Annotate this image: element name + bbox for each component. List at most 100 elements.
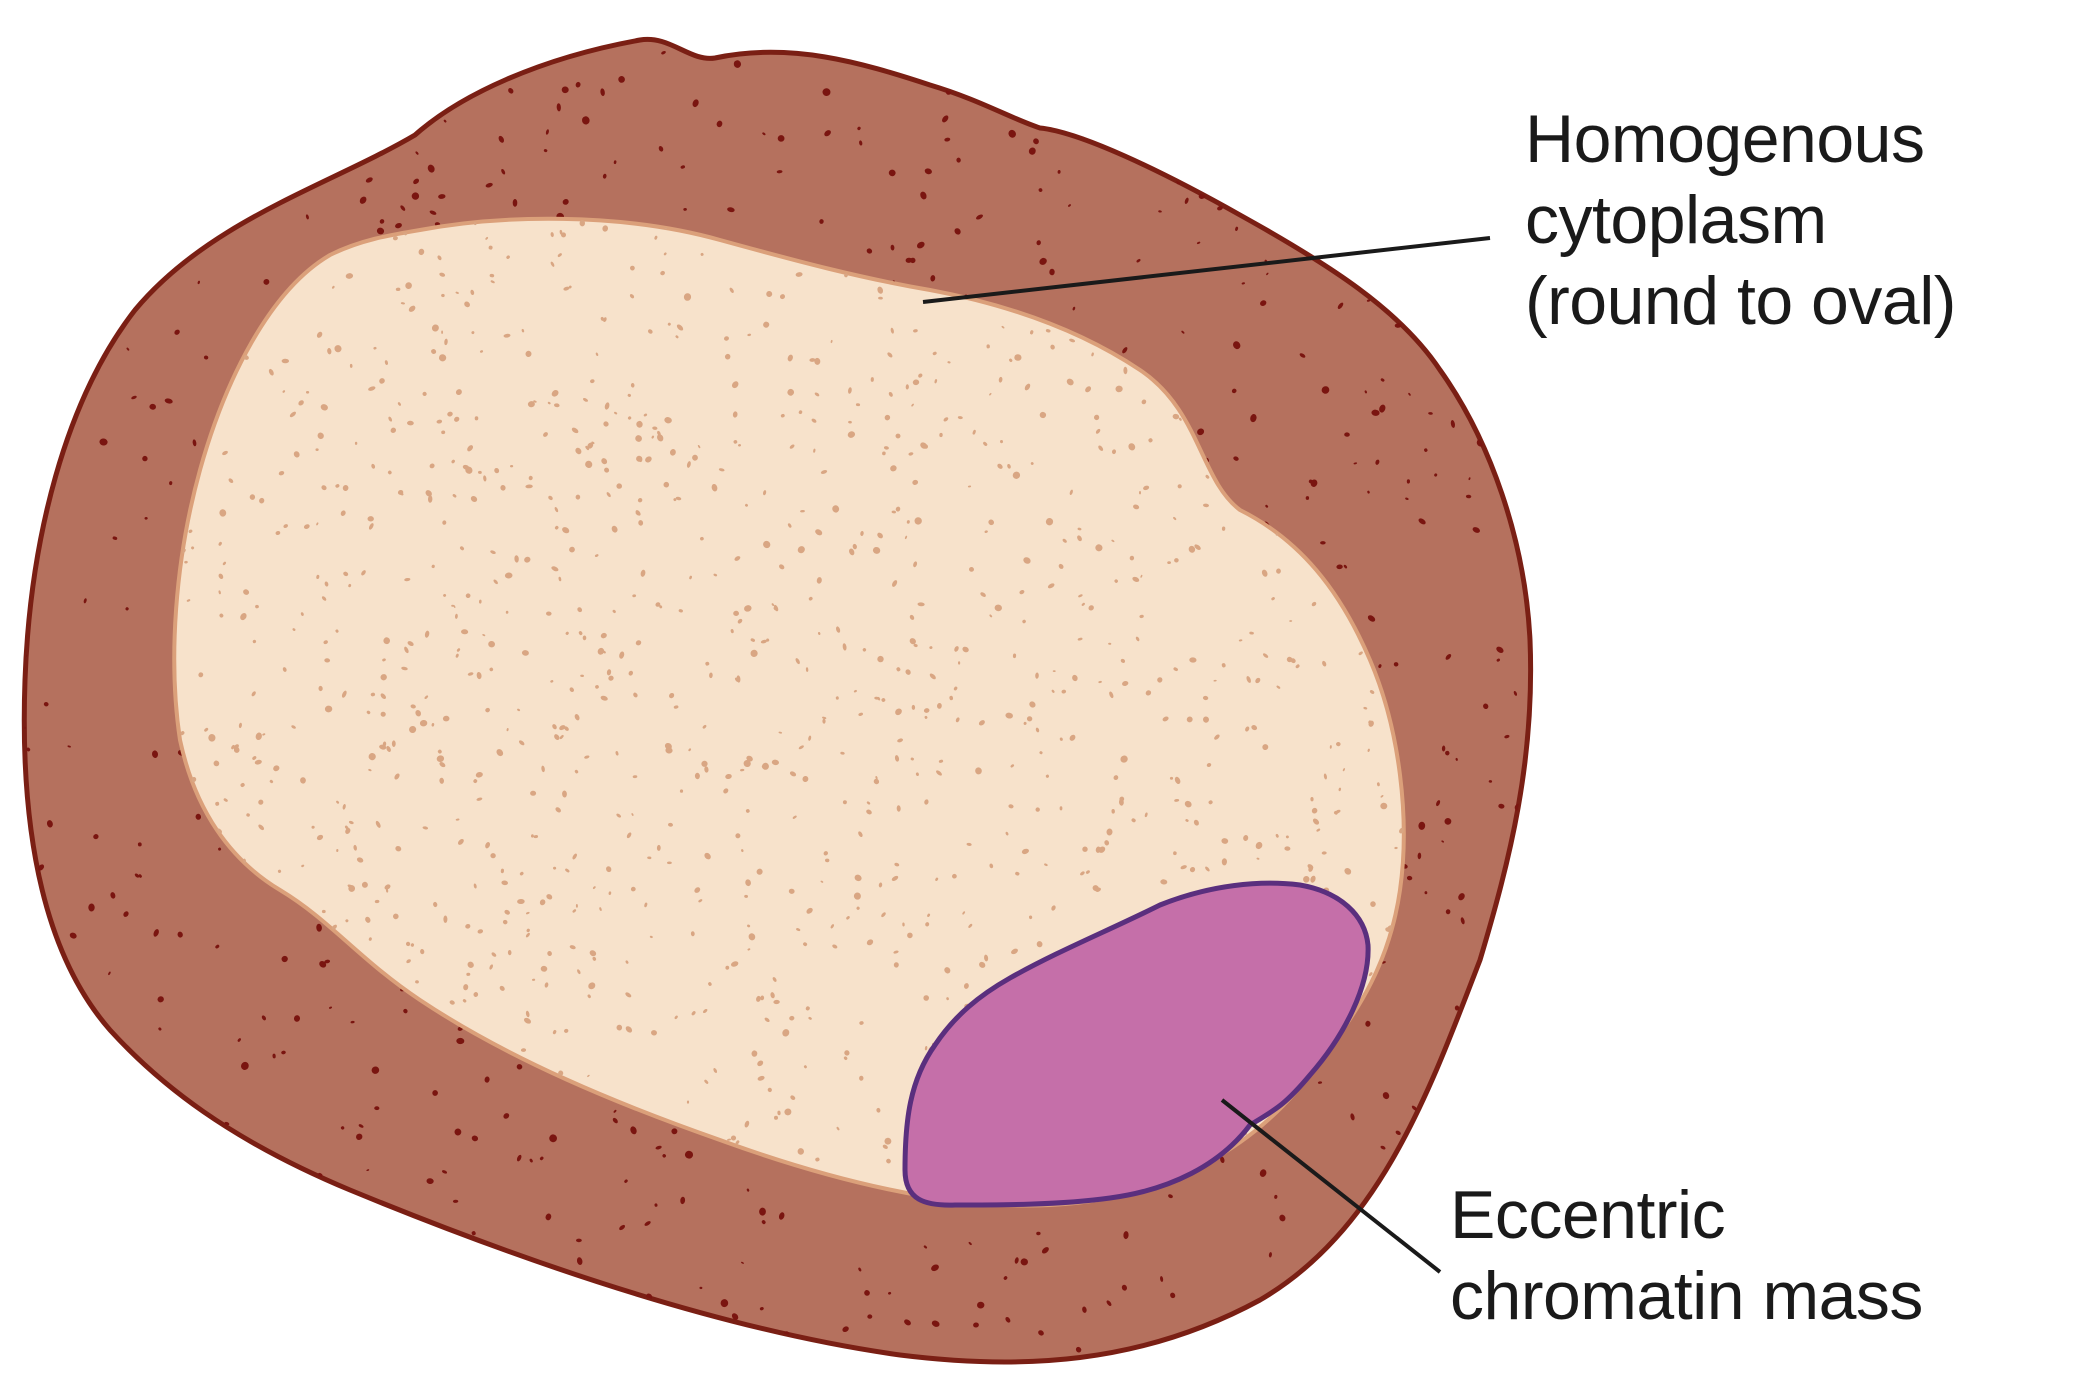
speckle bbox=[471, 1231, 476, 1236]
speckle bbox=[1082, 1306, 1087, 1313]
speckle bbox=[385, 1218, 393, 1226]
speckle bbox=[384, 77, 389, 81]
speckle bbox=[694, 772, 700, 780]
speckle bbox=[1289, 620, 1293, 622]
speckle bbox=[1528, 1015, 1531, 1023]
speckle bbox=[1173, 667, 1178, 671]
speckle bbox=[473, 883, 477, 889]
speckle bbox=[1181, 330, 1185, 334]
speckle bbox=[559, 734, 564, 740]
speckle bbox=[600, 695, 608, 701]
speckle bbox=[1406, 479, 1411, 484]
speckle bbox=[1352, 209, 1360, 217]
speckle bbox=[604, 467, 610, 473]
speckle bbox=[521, 328, 525, 333]
speckle bbox=[925, 922, 930, 927]
speckle bbox=[805, 1006, 810, 1011]
speckle bbox=[1267, 136, 1275, 141]
speckle bbox=[582, 635, 587, 641]
speckle bbox=[700, 252, 704, 256]
speckle bbox=[1249, 631, 1254, 635]
speckle bbox=[324, 959, 331, 964]
speckle bbox=[943, 45, 950, 53]
speckle bbox=[510, 464, 514, 468]
speckle bbox=[1357, 1364, 1367, 1374]
speckle bbox=[1051, 905, 1056, 911]
speckle bbox=[1513, 39, 1520, 42]
speckle bbox=[924, 715, 928, 719]
speckle bbox=[1465, 494, 1472, 499]
speckle bbox=[647, 329, 653, 334]
speckle bbox=[413, 178, 420, 185]
speckle bbox=[225, 68, 233, 76]
speckle bbox=[88, 1075, 93, 1079]
speckle bbox=[218, 847, 222, 851]
speckle bbox=[631, 813, 634, 816]
speckle bbox=[404, 646, 409, 654]
speckle bbox=[619, 651, 625, 659]
speckle bbox=[361, 881, 368, 888]
speckle bbox=[797, 546, 805, 554]
speckle bbox=[494, 467, 500, 474]
speckle bbox=[217, 1153, 222, 1157]
speckle bbox=[1205, 866, 1210, 872]
speckle bbox=[936, 703, 942, 709]
speckle bbox=[370, 692, 376, 697]
speckle bbox=[1363, 706, 1368, 710]
speckle bbox=[24, 726, 27, 730]
speckle bbox=[465, 466, 473, 474]
speckle bbox=[135, 207, 142, 215]
speckle bbox=[723, 788, 729, 794]
speckle bbox=[1271, 223, 1274, 227]
speckle bbox=[930, 275, 936, 282]
speckle bbox=[730, 629, 734, 634]
speckle bbox=[39, 263, 45, 268]
speckle bbox=[439, 762, 446, 768]
speckle bbox=[676, 324, 684, 331]
speckle bbox=[1041, 1247, 1049, 1254]
speckle bbox=[599, 907, 602, 912]
speckle bbox=[1120, 658, 1126, 663]
speckle bbox=[989, 614, 993, 618]
speckle bbox=[625, 992, 632, 998]
speckle bbox=[978, 720, 985, 726]
speckle bbox=[1221, 838, 1229, 844]
speckle bbox=[489, 964, 494, 970]
speckle bbox=[1265, 504, 1269, 508]
speckle bbox=[191, 777, 197, 783]
speckle bbox=[630, 265, 635, 271]
speckle bbox=[425, 490, 432, 497]
speckle bbox=[1185, 819, 1189, 822]
speckle bbox=[17, 647, 24, 653]
speckle bbox=[58, 1245, 66, 1255]
speckle bbox=[606, 492, 611, 498]
speckle bbox=[1424, 448, 1428, 452]
speckle bbox=[747, 924, 751, 928]
speckle bbox=[197, 280, 200, 285]
speckle bbox=[200, 1120, 204, 1124]
speckle bbox=[459, 546, 465, 551]
speckle bbox=[625, 1026, 633, 1033]
speckle bbox=[546, 894, 553, 900]
speckle bbox=[491, 952, 497, 957]
speckle bbox=[447, 411, 453, 417]
speckle bbox=[379, 219, 385, 224]
speckle bbox=[286, 183, 292, 189]
speckle bbox=[83, 157, 89, 162]
speckle bbox=[1310, 875, 1316, 883]
speckle bbox=[924, 168, 932, 175]
speckle bbox=[147, 1246, 153, 1254]
speckle bbox=[289, 142, 295, 148]
speckle bbox=[600, 316, 605, 321]
speckle bbox=[392, 913, 399, 920]
speckle bbox=[843, 1056, 848, 1060]
speckle bbox=[745, 808, 750, 813]
speckle bbox=[1470, 1102, 1479, 1111]
speckle bbox=[817, 632, 821, 635]
speckle bbox=[1441, 1074, 1445, 1078]
speckle bbox=[660, 270, 665, 276]
speckle bbox=[916, 241, 925, 249]
speckle bbox=[1377, 142, 1382, 147]
speckle bbox=[163, 1307, 171, 1316]
speckle bbox=[736, 675, 741, 683]
